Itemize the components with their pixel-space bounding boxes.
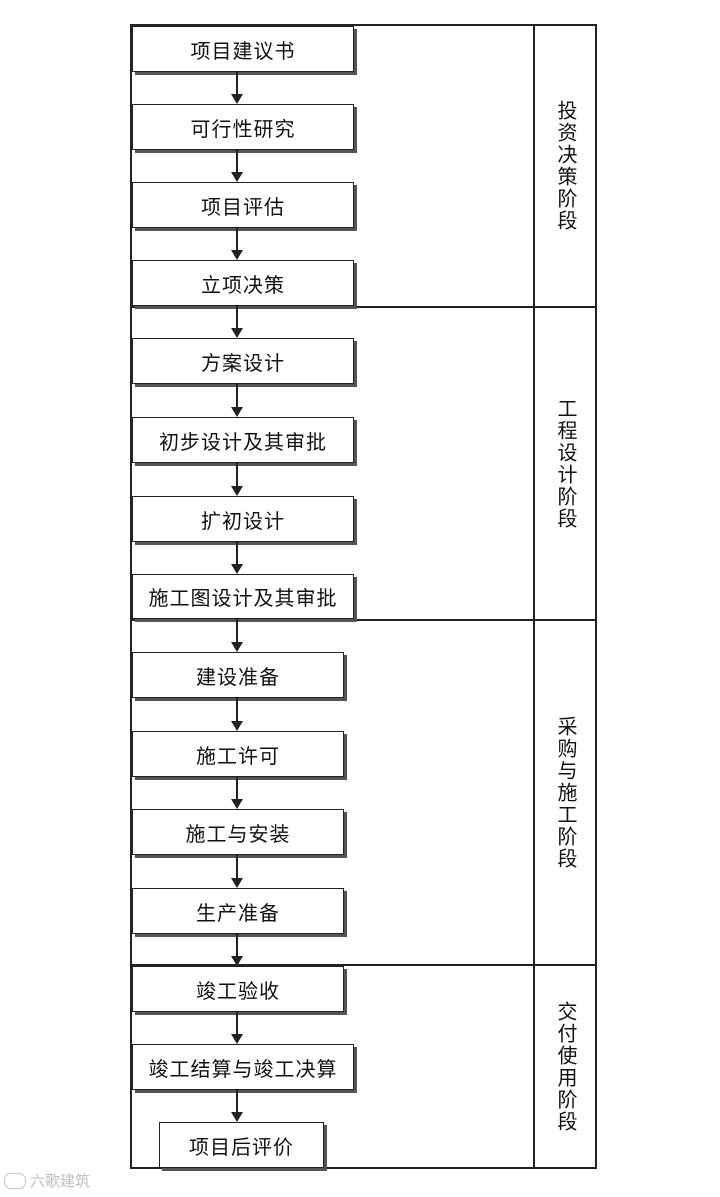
- step-construction-preparation: 建设准备: [132, 652, 344, 698]
- step-preliminary-design: 初步设计及其审批: [132, 417, 354, 463]
- step-production-preparation: 生产准备: [132, 888, 344, 934]
- flow-arrow: [231, 777, 243, 809]
- phase-handover-use: 交付使用阶段: [535, 966, 597, 1167]
- phase-procurement-construction: 采购与施工阶段: [535, 621, 597, 964]
- step-construction-permit: 施工许可: [132, 731, 344, 777]
- flow-arrow: [231, 228, 243, 260]
- step-completion-acceptance: 竣工验收: [132, 966, 344, 1012]
- flow-arrow: [231, 855, 243, 888]
- watermark-logo-icon: [4, 1172, 26, 1189]
- flow-arrow: [231, 306, 243, 338]
- phase-column-divider: [533, 24, 535, 1169]
- phase-engineering-design: 工程设计阶段: [535, 308, 597, 619]
- flowchart-frame: [130, 24, 597, 1169]
- flow-arrow: [231, 1012, 243, 1044]
- step-post-evaluation: 项目后评价: [159, 1122, 324, 1168]
- step-feasibility-study: 可行性研究: [132, 104, 354, 150]
- phase-divider-2: [130, 619, 597, 621]
- phase-label: 投资决策阶段: [554, 100, 578, 232]
- phase-label: 采购与施工阶段: [554, 715, 578, 870]
- flow-arrow: [231, 72, 243, 104]
- flow-arrow: [231, 384, 243, 417]
- watermark: 六歌建筑: [4, 1170, 90, 1191]
- phase-investment-decision: 投资决策阶段: [535, 26, 597, 306]
- phase-label: 工程设计阶段: [554, 397, 578, 530]
- step-expanded-design: 扩初设计: [132, 496, 354, 542]
- step-scheme-design: 方案设计: [132, 338, 354, 384]
- step-project-decision: 立项决策: [132, 260, 354, 306]
- watermark-text: 六歌建筑: [30, 1172, 91, 1190]
- phase-divider-3: [130, 964, 597, 966]
- flow-arrow: [231, 150, 243, 182]
- flow-arrow: [231, 463, 243, 496]
- phase-divider-1: [130, 306, 597, 308]
- flow-arrow: [231, 542, 243, 574]
- step-project-evaluation: 项目评估: [132, 182, 354, 228]
- phase-label: 交付使用阶段: [554, 1000, 578, 1133]
- step-project-proposal: 项目建议书: [132, 26, 354, 72]
- flow-arrow: [231, 934, 243, 966]
- flow-arrow: [231, 619, 243, 652]
- step-construction-drawing-design: 施工图设计及其审批: [132, 574, 354, 619]
- step-final-settlement: 竣工结算与竣工决算: [132, 1044, 354, 1090]
- flow-arrow: [231, 698, 243, 731]
- flow-arrow: [231, 1090, 243, 1122]
- step-construction-installation: 施工与安装: [132, 809, 344, 855]
